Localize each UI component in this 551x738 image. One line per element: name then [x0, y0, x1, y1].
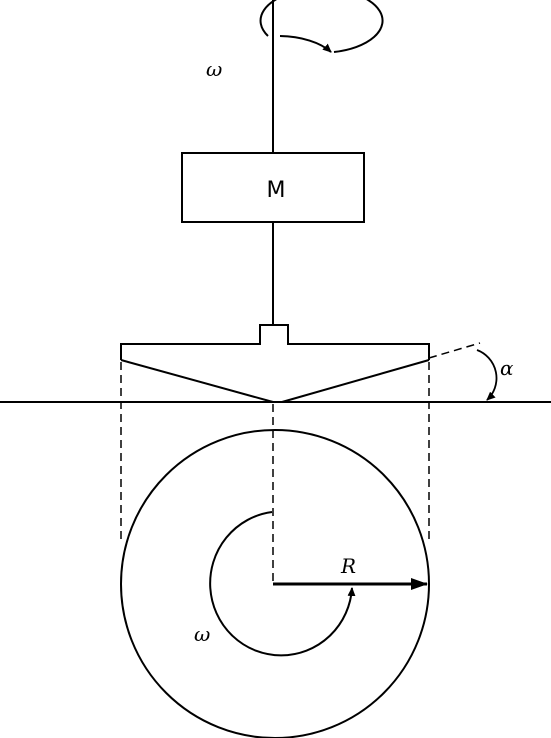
alpha-label: α	[500, 356, 514, 380]
omega-top-label: ω	[206, 57, 222, 81]
top-rotation-arrow	[259, 0, 384, 53]
alpha-angle-arrow	[476, 349, 498, 401]
cone-left-surface	[120, 359, 274, 403]
plate-disc-plan-view	[120, 429, 430, 738]
omega-bottom-label: ω	[194, 622, 210, 646]
bottom-rotation-arrow	[209, 511, 356, 657]
cone-angle-extension	[428, 342, 481, 359]
cone-right-surface	[281, 359, 430, 403]
motor-label: M	[267, 178, 286, 203]
top-rotation-arrow-head-segment	[279, 35, 332, 53]
radius-label: R	[340, 554, 356, 578]
cone-holder	[120, 324, 430, 360]
